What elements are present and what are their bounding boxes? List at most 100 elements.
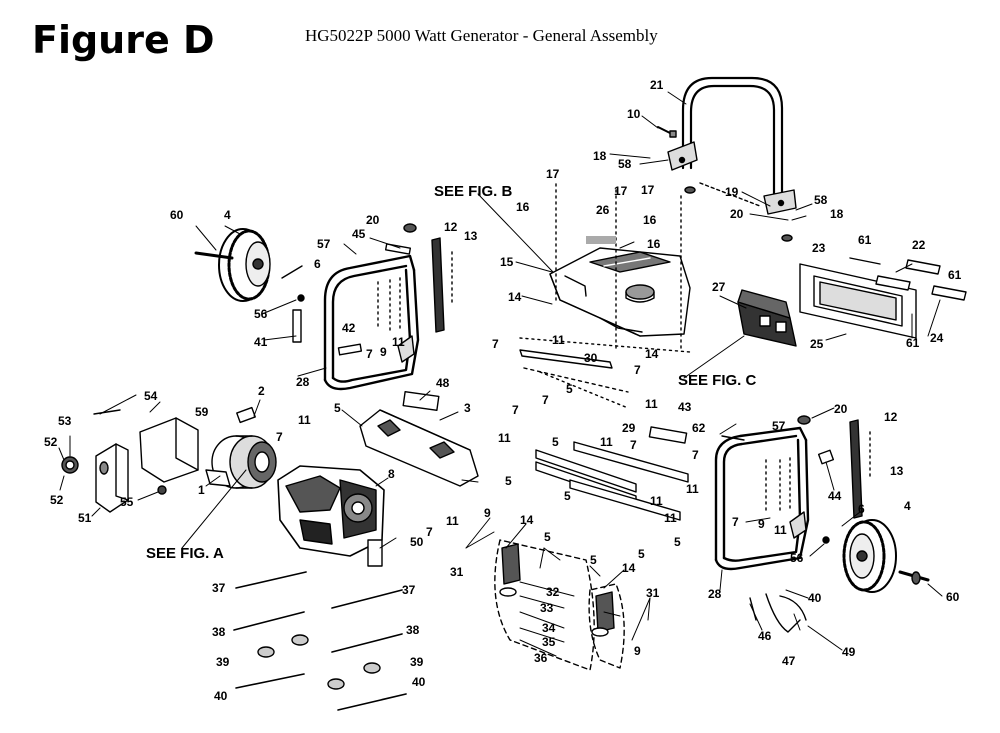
- callout-2: 2: [258, 384, 265, 398]
- callout-30: 30: [584, 351, 598, 365]
- callout-1: 1: [198, 483, 205, 497]
- callout-7: 7: [732, 515, 739, 529]
- callout-59: 59: [195, 405, 209, 419]
- callout-41: 41: [254, 335, 268, 349]
- callout-10: 10: [627, 107, 641, 121]
- callout-5: 5: [544, 530, 551, 544]
- callout-20: 20: [730, 207, 744, 221]
- engine-cradle: [359, 391, 479, 487]
- control-panel: [737, 289, 797, 347]
- callout-5: 5: [564, 489, 571, 503]
- callout-6: 6: [314, 257, 321, 271]
- wheel-right: [842, 519, 930, 593]
- callout-54: 54: [144, 389, 158, 403]
- callout-9: 9: [484, 506, 491, 520]
- callout-51: 51: [78, 511, 92, 525]
- callout-62: 62: [692, 421, 706, 435]
- callout-52: 52: [44, 435, 58, 449]
- diagram-title: HG5022P 5000 Watt Generator - General As…: [305, 26, 658, 45]
- callout-11: 11: [600, 435, 613, 449]
- callout-26: 26: [596, 203, 610, 217]
- callout-7: 7: [542, 393, 549, 407]
- callout-5: 5: [334, 401, 341, 415]
- callout-12: 12: [884, 410, 898, 424]
- callout-19: 19: [725, 185, 739, 199]
- callout-48: 48: [436, 376, 450, 390]
- callout-7: 7: [426, 525, 433, 539]
- callout-17: 17: [614, 184, 628, 198]
- callout-7: 7: [692, 448, 699, 462]
- callout-25: 25: [810, 337, 824, 351]
- callout-14: 14: [520, 513, 534, 527]
- handle-bar-21: [667, 76, 797, 215]
- callout-37: 37: [212, 581, 226, 595]
- callout-36: 36: [534, 651, 548, 665]
- callout-13: 13: [890, 464, 904, 478]
- callout-6: 6: [858, 502, 865, 516]
- callout-14: 14: [508, 290, 522, 304]
- callout-7: 7: [630, 438, 637, 452]
- callout-5: 5: [505, 474, 512, 488]
- callout-9: 9: [380, 345, 387, 359]
- callout-37: 37: [402, 583, 416, 597]
- callout-40: 40: [808, 591, 822, 605]
- fuel-tank: [549, 247, 691, 337]
- callout-39: 39: [410, 655, 424, 669]
- callout-4: 4: [224, 208, 231, 222]
- callout-7: 7: [492, 337, 499, 351]
- callout-56: 56: [254, 307, 268, 321]
- callout-34: 34: [542, 621, 556, 635]
- callout-43: 43: [678, 400, 692, 414]
- callout-21: 21: [650, 78, 664, 92]
- callout-11: 11: [645, 397, 658, 411]
- callout-11: 11: [552, 333, 565, 347]
- callout-11: 11: [686, 482, 699, 496]
- callout-7: 7: [512, 403, 519, 417]
- callout-15: 15: [500, 255, 514, 269]
- callout-labels: 21 10 18 58 17 17 17 19 58 18 20 16 16 1…: [44, 78, 962, 703]
- callout-57: 57: [317, 237, 331, 251]
- callout-44: 44: [828, 489, 842, 503]
- callout-7: 7: [366, 347, 373, 361]
- callout-12: 12: [444, 220, 458, 234]
- callout-49: 49: [842, 645, 856, 659]
- engine: [277, 465, 385, 567]
- callout-38: 38: [212, 625, 226, 639]
- callout-11: 11: [498, 431, 511, 445]
- callout-40: 40: [412, 675, 426, 689]
- callout-7: 7: [276, 430, 283, 444]
- callout-61: 61: [906, 336, 920, 350]
- callout-11: 11: [774, 523, 787, 537]
- callout-42: 42: [342, 321, 356, 335]
- callout-5: 5: [590, 553, 597, 567]
- alternator: [205, 406, 277, 489]
- callout-32: 32: [546, 585, 560, 599]
- callout-5: 5: [674, 535, 681, 549]
- callout-60: 60: [170, 208, 184, 222]
- wheel-left: [194, 228, 271, 302]
- callout-57: 57: [772, 419, 786, 433]
- callout-11: 11: [298, 413, 311, 427]
- callout-46: 46: [758, 629, 772, 643]
- muffler-group: [61, 409, 199, 513]
- callout-55: 55: [120, 495, 134, 509]
- callout-14: 14: [622, 561, 636, 575]
- callout-11: 11: [446, 514, 459, 528]
- callout-5: 5: [552, 435, 559, 449]
- figure-label: Figure D: [32, 18, 215, 62]
- callout-27: 27: [712, 280, 726, 294]
- callout-16: 16: [516, 200, 530, 214]
- callout-33: 33: [540, 601, 554, 615]
- callout-17: 17: [641, 183, 655, 197]
- callout-28: 28: [708, 587, 722, 601]
- callout-53: 53: [58, 414, 72, 428]
- frame-rails: [535, 426, 689, 521]
- callout-22: 22: [912, 238, 926, 252]
- callout-35: 35: [542, 635, 556, 649]
- callout-16: 16: [643, 213, 657, 227]
- callout-8: 8: [388, 467, 395, 481]
- callout-24: 24: [930, 331, 944, 345]
- callout-4: 4: [904, 499, 911, 513]
